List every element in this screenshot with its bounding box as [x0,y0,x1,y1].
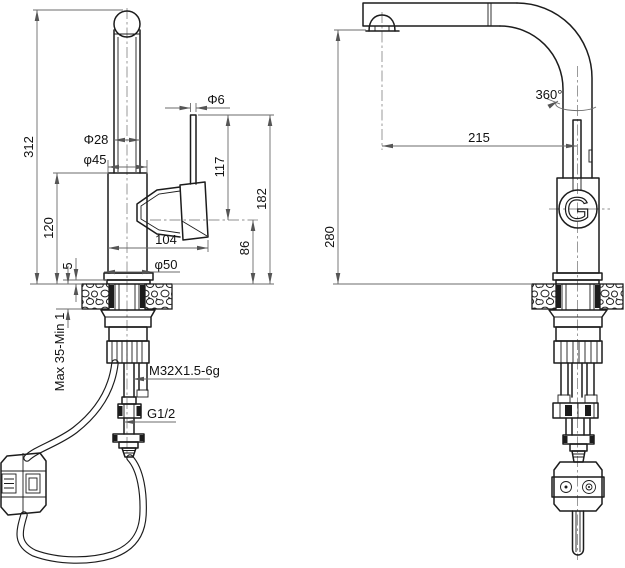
dim-spout-reach-label: 215 [468,130,490,145]
side-view: G [322,2,624,560]
dim-body-height-label: 120 [41,217,56,239]
dim-spout-height-label: 280 [322,226,337,248]
dim-base-height-label: 5 [60,262,75,269]
dim-handle-reach-label: 104 [155,232,177,247]
dim-handle-pivot-height-label: 86 [237,241,252,255]
dim-lever-dia-label: Φ6 [207,92,225,107]
dim-base-dia-label: φ50 [155,257,178,272]
dim-lever-top-height-label: 182 [254,188,269,210]
counterweight-side [551,461,605,556]
front-countertop [81,283,173,310]
front-centerlines [126,8,258,455]
dim-total-height-label: 312 [21,136,36,158]
side-fittings [548,309,608,463]
side-dimensions: 215 280 [322,29,577,285]
label-mounting-thread: M32X1.5-6g [149,363,220,378]
label-connection-thread: G1/2 [147,406,175,421]
dim-spout-dia-label: Φ28 [84,132,109,147]
front-faucet-outline [103,10,154,285]
dim-mounting-range-label: Max 35-Min 1 [52,313,67,392]
front-handle [136,114,209,241]
side-faucet-outline [362,2,603,285]
dim-swivel-angle-label: 360° [536,87,563,102]
brand-logo-letter: G [564,191,590,229]
swivel-symbol: 360° [536,87,597,112]
front-fittings [100,309,156,458]
side-countertop [531,283,624,310]
dim-lever-length-label: 117 [212,157,227,178]
front-view: 312 120 Φ28 φ45 Φ6 117 182 86 104 [0,8,274,564]
counterweight-front [0,452,47,516]
brand-logo: G [558,189,598,230]
dim-body-dia-label: φ45 [84,152,107,167]
side-centerlines [381,12,610,560]
front-dimensions: 312 120 Φ28 φ45 Φ6 117 182 86 104 [21,9,274,425]
front-pullout-hose [16,359,147,564]
